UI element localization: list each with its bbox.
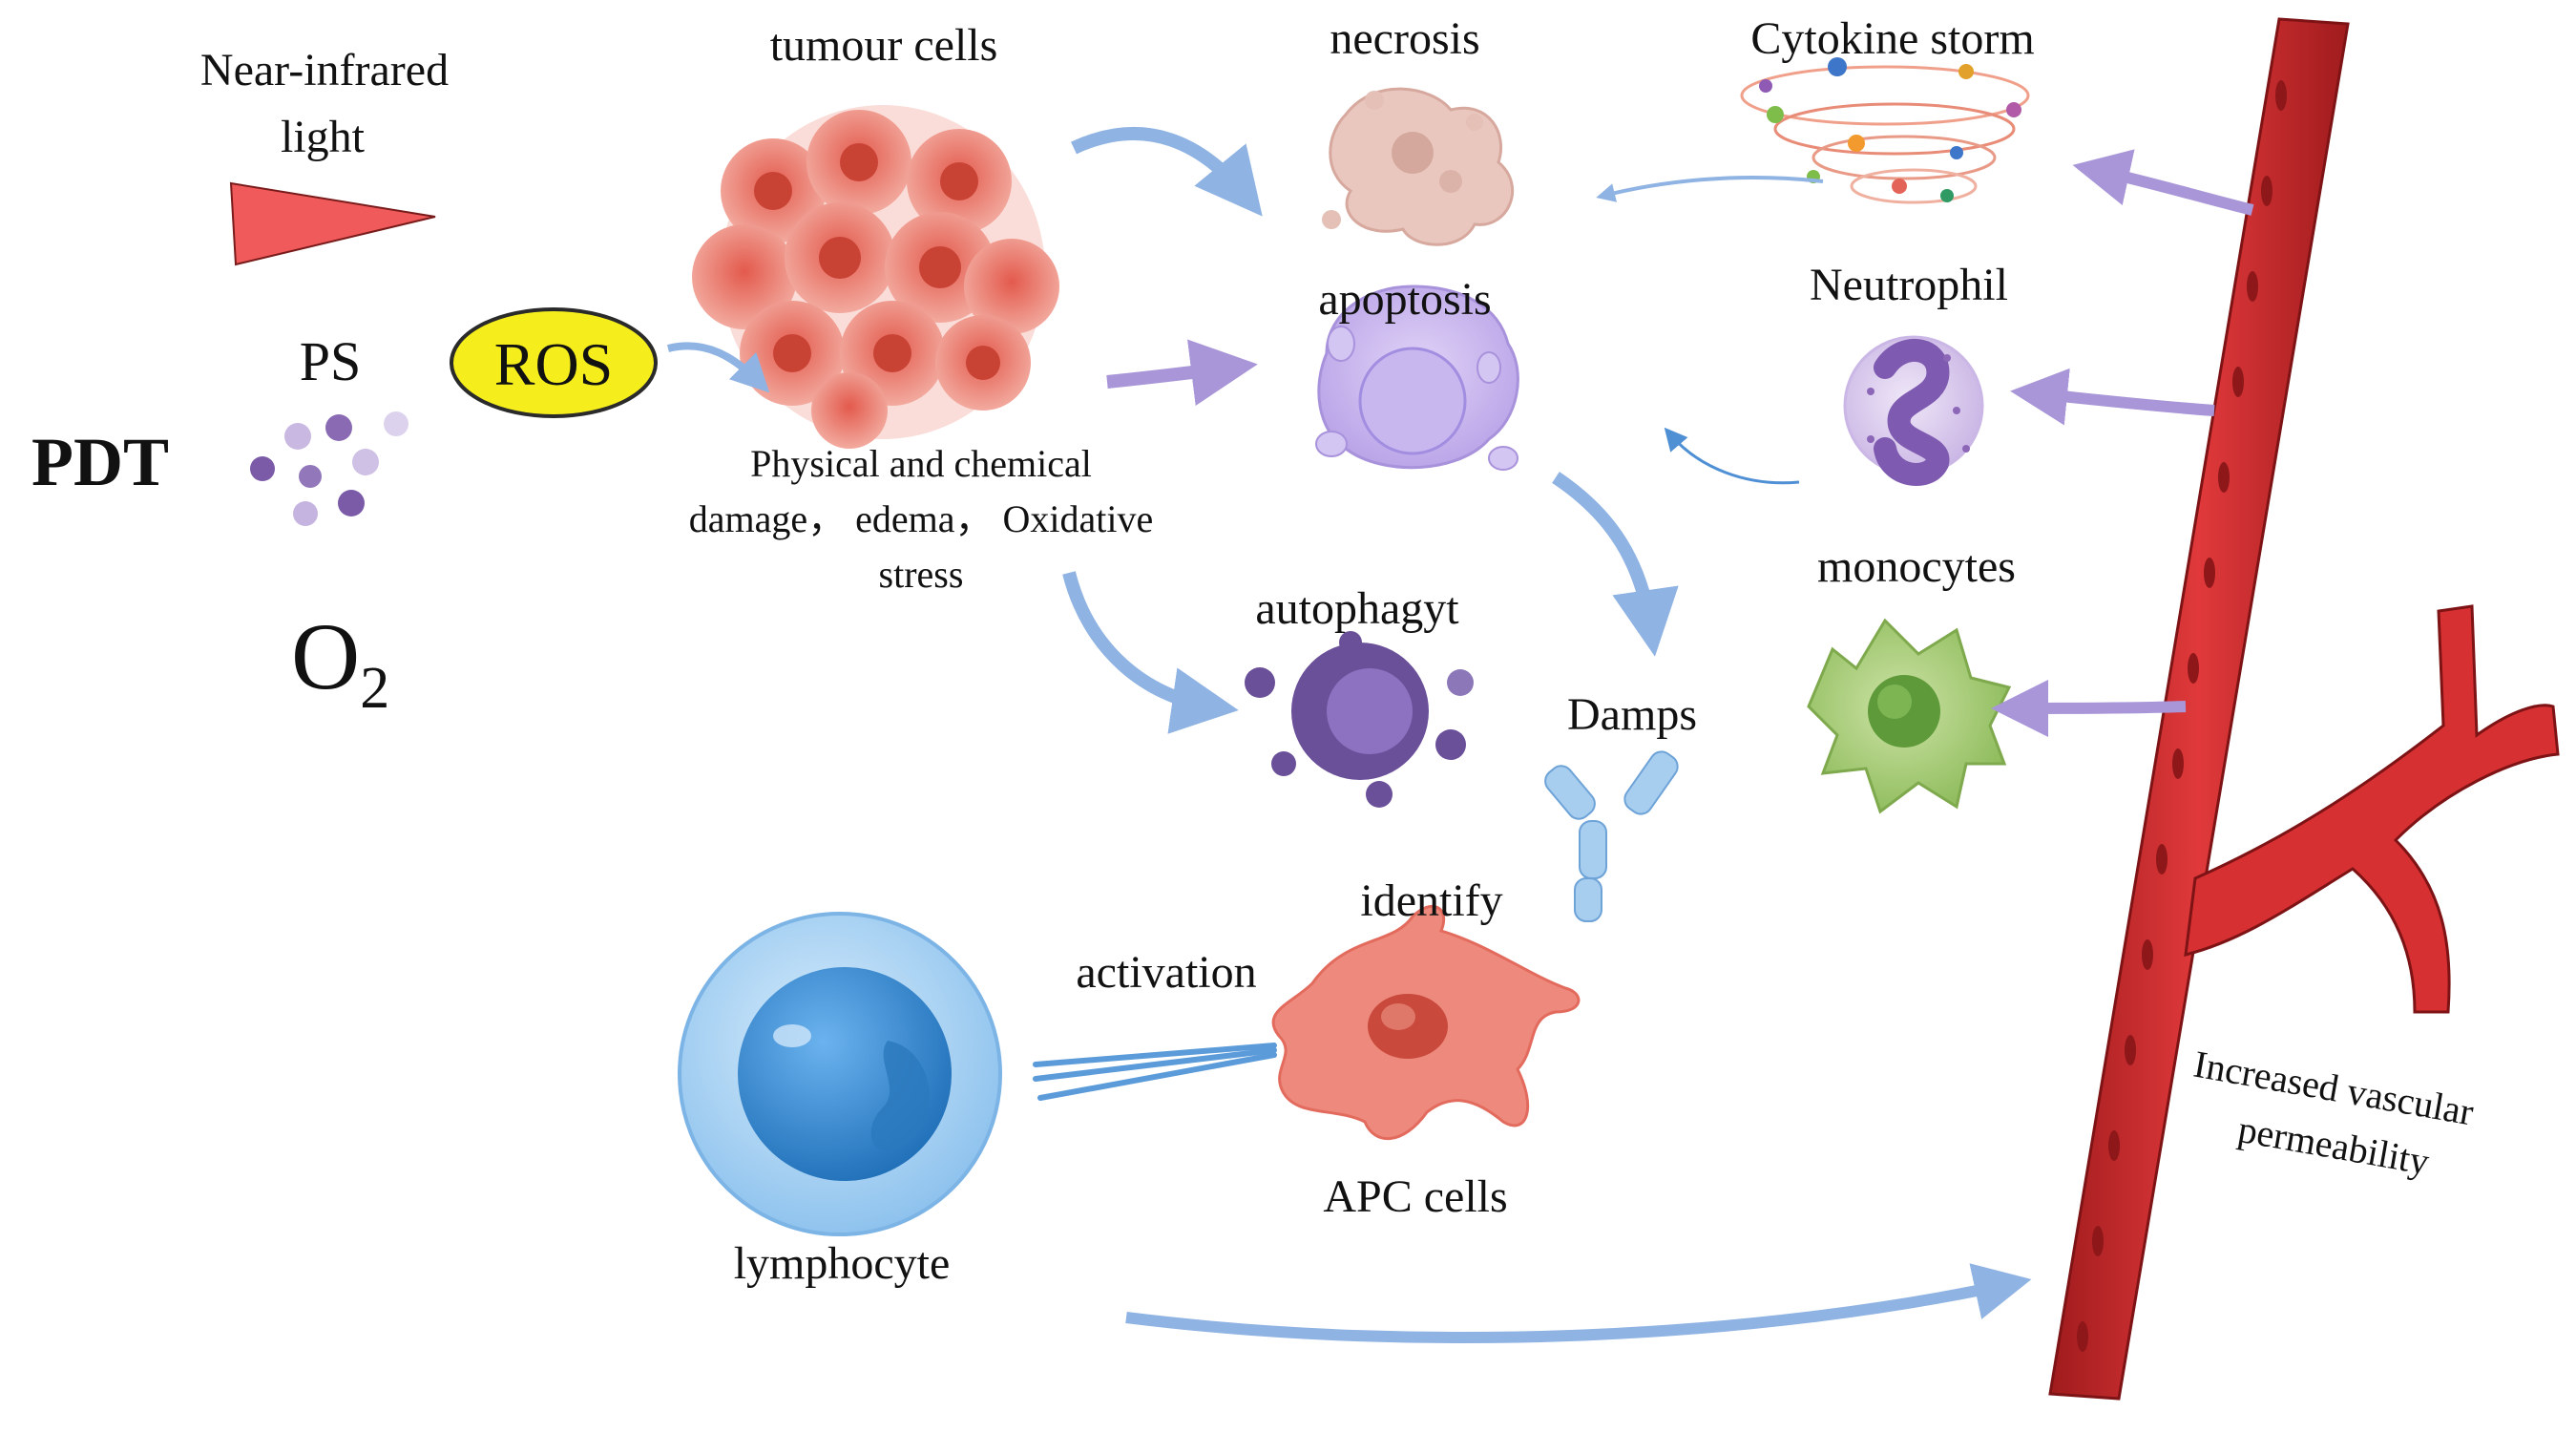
label-activation: activation <box>1076 947 1257 998</box>
tumour-cell-cluster <box>692 105 1059 449</box>
label-apoptosis: apoptosis <box>1318 274 1492 325</box>
arrow-tumour-to-apoptosis <box>1106 339 1258 406</box>
label-damage-line1: Physical and chemical <box>750 442 1092 485</box>
label-identify: identify <box>1360 875 1503 926</box>
monocyte-cell <box>1807 618 2012 814</box>
label-o2: O2 <box>291 609 389 719</box>
activation-connector <box>1033 1043 1277 1101</box>
arrow-lymphocyte-to-vessel <box>1125 1263 2032 1344</box>
cytokine-storm <box>1740 57 2030 204</box>
label-o2-subscript: 2 <box>360 656 390 721</box>
label-damage-line2: damage， edema， Oxidative <box>688 497 1154 540</box>
label-light: light <box>280 112 366 162</box>
label-autophagyt: autophagyt <box>1255 583 1459 634</box>
ros-ellipse <box>450 307 658 418</box>
arrow-vessel-to-monocyte <box>1991 679 2187 737</box>
label-pdt: PDT <box>31 424 169 500</box>
label-ps: PS <box>299 330 362 392</box>
label-ros: ROS <box>493 330 614 398</box>
autophagy-cell <box>1245 631 1474 808</box>
arrow-tumour-to-autophagy <box>1062 571 1239 734</box>
flow-arrows <box>667 127 2254 1344</box>
ps-dots <box>250 411 408 526</box>
apoptosis-cell <box>1315 284 1519 471</box>
label-neutrophil: Neutrophil <box>1810 260 2008 310</box>
lymphocyte-cell <box>678 912 1002 1236</box>
label-damage-line3: stress <box>878 553 964 596</box>
laser-triangle <box>229 181 436 266</box>
label-necrosis: necrosis <box>1330 13 1480 64</box>
neutrophil-cell <box>1843 335 1984 486</box>
arrow-ros-to-tumour <box>667 342 770 393</box>
blood-vessel <box>2048 17 2560 1401</box>
label-o2-main: O <box>291 603 361 709</box>
arrow-apoptosis-to-damps <box>1552 472 1679 657</box>
apc-cell <box>1271 904 1581 1140</box>
label-apc-cells: APC cells <box>1323 1171 1508 1222</box>
label-damps: Damps <box>1567 689 1697 740</box>
necrosis-cell <box>1322 87 1515 246</box>
arrow-neutrophil-to-apoptosis <box>1664 427 1800 485</box>
arrow-cytokine-to-necrosis <box>1596 176 1824 202</box>
arrow-vessel-to-neutrophil <box>2010 368 2215 426</box>
label-near-infrared: Near-infrared <box>199 45 450 95</box>
label-cytokine-storm: Cytokine storm <box>1750 13 2035 64</box>
arrow-tumour-to-necrosis <box>1071 127 1263 217</box>
damps-molecule <box>1544 750 1679 922</box>
label-tumour-cells: tumour cells <box>769 20 998 71</box>
label-lymphocyte: lymphocyte <box>733 1238 951 1289</box>
label-monocytes: monocytes <box>1817 541 2016 592</box>
arrow-vessel-to-cytokine <box>2072 149 2254 216</box>
